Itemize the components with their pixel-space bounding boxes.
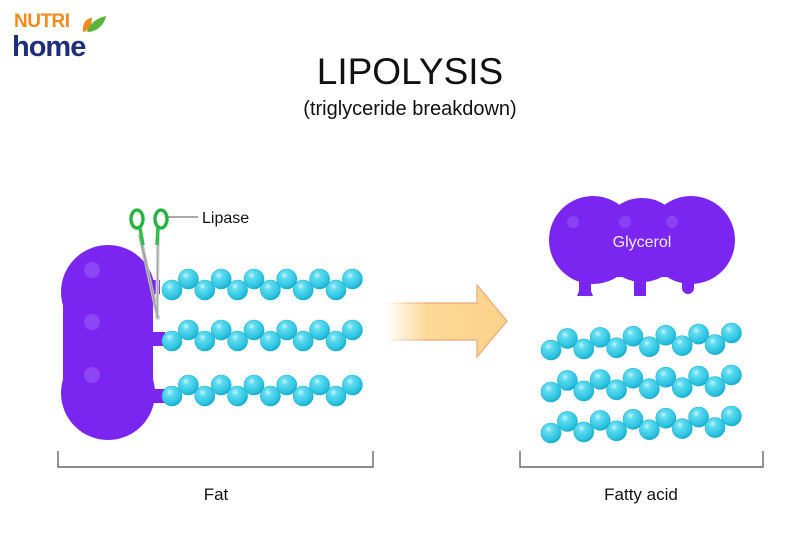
fatty-acid-chain bbox=[540, 405, 742, 444]
bead bbox=[292, 330, 314, 352]
bead bbox=[721, 364, 742, 386]
bead bbox=[540, 422, 562, 444]
bead bbox=[671, 418, 693, 439]
bead bbox=[540, 381, 562, 403]
bead bbox=[606, 337, 627, 359]
bead bbox=[573, 338, 595, 360]
bead bbox=[227, 279, 248, 301]
bead bbox=[161, 279, 183, 301]
bead bbox=[325, 385, 347, 407]
bead bbox=[210, 319, 232, 341]
logo-text-home: home bbox=[12, 31, 86, 63]
bead bbox=[210, 374, 232, 396]
fat-bracket bbox=[57, 451, 374, 468]
fatty-acid-label: Fatty acid bbox=[604, 485, 678, 504]
bead bbox=[194, 385, 216, 407]
fatty-acid-chain bbox=[161, 374, 363, 407]
bead bbox=[704, 334, 726, 355]
bead bbox=[704, 376, 726, 397]
bead bbox=[557, 328, 578, 349]
logo-text-nutri: NUTRI bbox=[14, 11, 70, 32]
bead bbox=[260, 330, 281, 352]
bead bbox=[589, 410, 611, 431]
bead bbox=[210, 268, 232, 290]
bead bbox=[276, 319, 298, 341]
bead bbox=[292, 385, 314, 407]
bead bbox=[194, 330, 216, 352]
bead bbox=[589, 369, 611, 390]
bead bbox=[540, 339, 562, 361]
bead bbox=[639, 378, 660, 400]
fat-fatty-acid-chains bbox=[161, 268, 363, 407]
bead bbox=[227, 330, 248, 352]
bead bbox=[309, 319, 330, 341]
bead bbox=[194, 279, 216, 301]
bead bbox=[688, 365, 709, 387]
bead bbox=[292, 279, 314, 301]
page-subtitle: (triglyceride breakdown) bbox=[303, 98, 517, 120]
bead bbox=[606, 379, 627, 401]
bead bbox=[243, 319, 265, 341]
bead bbox=[622, 367, 644, 389]
brand-logo: NUTRI home bbox=[12, 12, 112, 64]
bead bbox=[589, 327, 611, 348]
bead bbox=[342, 374, 363, 396]
bead bbox=[276, 374, 298, 396]
bead bbox=[688, 323, 709, 345]
free-fatty-acid-chains bbox=[540, 322, 742, 444]
bead bbox=[721, 322, 742, 344]
bead bbox=[671, 335, 693, 356]
bead bbox=[606, 420, 627, 442]
bead bbox=[325, 279, 347, 301]
reaction-arrow bbox=[384, 283, 508, 359]
lipase-label: Lipase bbox=[202, 210, 249, 227]
bead bbox=[573, 421, 595, 443]
free-glycerol bbox=[549, 196, 735, 296]
bead bbox=[260, 279, 281, 301]
bead bbox=[622, 408, 644, 430]
bead bbox=[342, 319, 363, 341]
fatty-acid-bracket bbox=[519, 451, 764, 468]
bead bbox=[655, 407, 677, 429]
bead bbox=[721, 405, 742, 427]
bead bbox=[671, 377, 693, 398]
bead bbox=[227, 385, 248, 407]
bead bbox=[309, 268, 330, 290]
bead bbox=[276, 268, 298, 290]
bead bbox=[342, 268, 363, 290]
bead bbox=[688, 406, 709, 428]
fatty-acid-chain bbox=[161, 268, 363, 301]
leaf-icon bbox=[82, 16, 106, 32]
bead bbox=[260, 385, 281, 407]
bead bbox=[178, 374, 199, 396]
bead bbox=[622, 325, 644, 347]
bead bbox=[573, 380, 595, 402]
bead bbox=[178, 319, 199, 341]
fatty-acid-chain bbox=[540, 364, 742, 403]
bead bbox=[704, 417, 726, 438]
bead bbox=[161, 385, 183, 407]
fat-glycerol-backbone bbox=[61, 245, 165, 440]
bead bbox=[243, 268, 265, 290]
bead bbox=[655, 366, 677, 388]
page-title: LIPOLYSIS bbox=[316, 51, 504, 92]
scissors-icon bbox=[129, 208, 169, 320]
bead bbox=[557, 411, 578, 432]
bead bbox=[325, 330, 347, 352]
bead bbox=[243, 374, 265, 396]
bead bbox=[557, 370, 578, 391]
bead bbox=[655, 324, 677, 346]
bead bbox=[178, 268, 199, 290]
fatty-acid-chain bbox=[540, 322, 742, 361]
bead bbox=[639, 336, 660, 358]
fatty-acid-chain bbox=[161, 319, 363, 352]
fat-label: Fat bbox=[204, 485, 229, 504]
bead bbox=[639, 419, 660, 441]
bead bbox=[161, 330, 183, 352]
bead bbox=[309, 374, 330, 396]
glycerol-label: Glycerol bbox=[613, 234, 672, 251]
